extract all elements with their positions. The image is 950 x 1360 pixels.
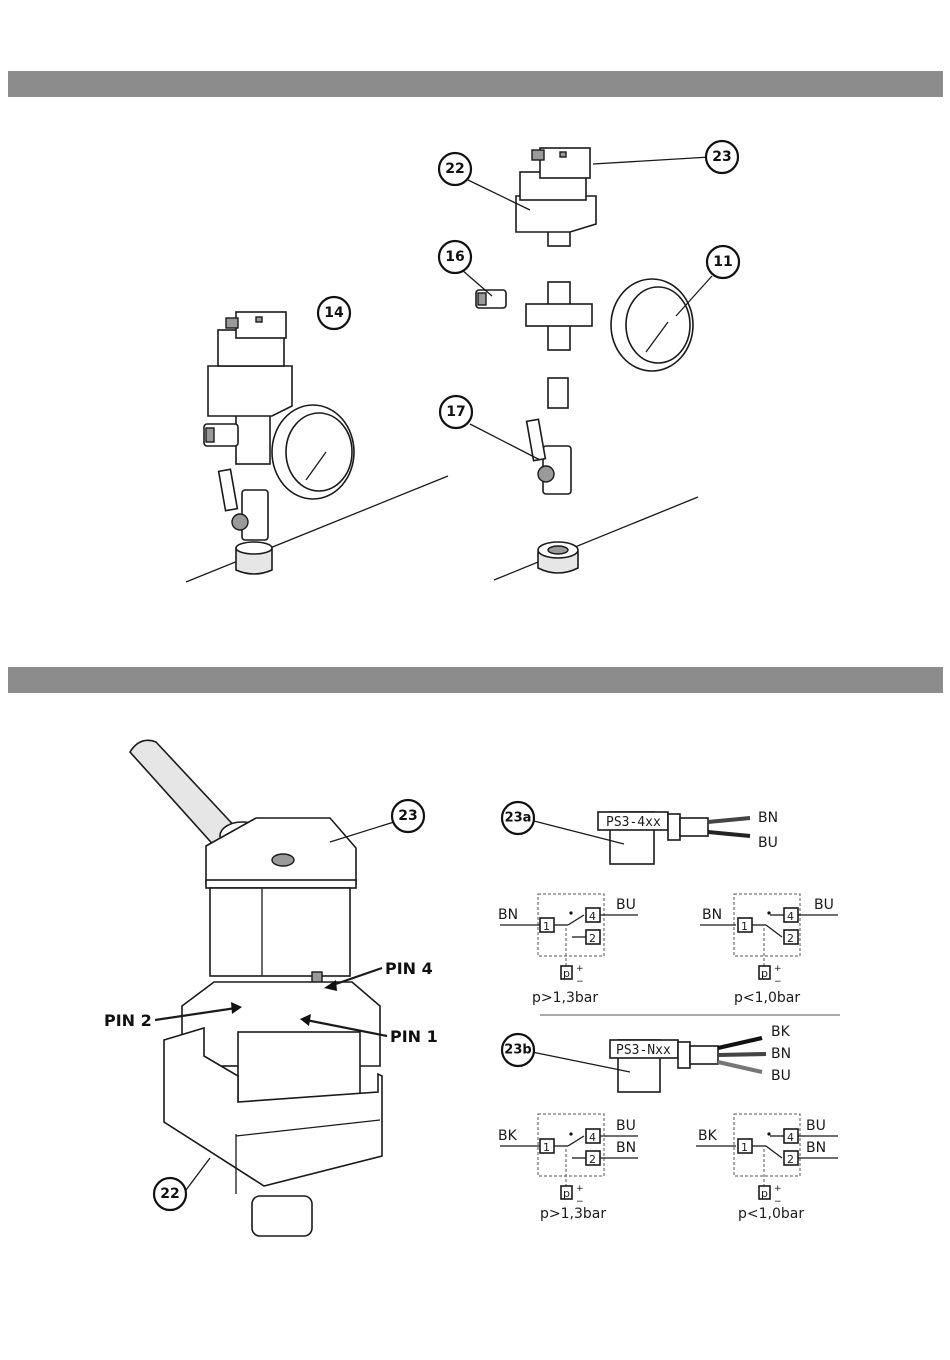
svg-text:−: − xyxy=(774,977,782,987)
b-right-left-wire: BK xyxy=(698,1128,718,1144)
svg-text:+: + xyxy=(774,964,782,974)
a-left-left-wire: BN xyxy=(498,907,518,923)
b-right-terminal-1: 1 xyxy=(741,1141,748,1154)
svg-text:23b: 23b xyxy=(504,1043,531,1058)
b-left-terminal-2: 2 xyxy=(589,1153,596,1166)
svg-text:22: 22 xyxy=(445,161,464,177)
b-right-right-top: BU xyxy=(806,1118,826,1134)
callout-23-top: 23 xyxy=(706,141,738,173)
assembled-pressure-switch-unit xyxy=(186,312,448,582)
a-right-caption: p<1,0bar xyxy=(734,990,800,1006)
a-left-right-wire: BU xyxy=(616,897,636,913)
b-left-left-wire: BK xyxy=(498,1128,518,1144)
callout-23-bottom: 23 xyxy=(392,800,424,832)
a-left-terminal-4: 4 xyxy=(589,910,596,923)
exploded-view xyxy=(476,148,698,580)
svg-text:−: − xyxy=(576,1197,584,1207)
a-right-symbol: p xyxy=(761,967,768,980)
a-left-terminal-2: 2 xyxy=(589,932,596,945)
svg-text:16: 16 xyxy=(445,249,464,265)
pin-4-label: PIN 4 xyxy=(385,959,433,978)
callout-23b: 23b xyxy=(502,1034,534,1066)
a-right-terminal-1: 1 xyxy=(741,920,748,933)
variant-b-wire-2: BN xyxy=(771,1046,791,1062)
a-left-caption: p>1,3bar xyxy=(532,990,598,1006)
b-left-terminal-1: 1 xyxy=(543,1141,550,1154)
b-left-caption: p>1,3bar xyxy=(540,1206,606,1222)
b-left-terminal-4: 4 xyxy=(589,1131,596,1144)
pin-1-label: PIN 1 xyxy=(390,1027,438,1046)
variant-a-wire-1: BN xyxy=(758,810,778,826)
variant-a-connector: PS3-4xx xyxy=(598,812,750,864)
b-left-symbol: p xyxy=(563,1187,570,1200)
a-right-right-wire: BU xyxy=(814,897,834,913)
a-left-terminal-1: 1 xyxy=(543,920,550,933)
svg-text:14: 14 xyxy=(324,305,344,321)
b-right-terminal-2: 2 xyxy=(787,1153,794,1166)
variant-a-wire-2: BU xyxy=(758,835,778,851)
callout-22-top: 22 xyxy=(439,153,471,185)
b-right-caption: p<1,0bar xyxy=(738,1206,804,1222)
svg-text:+: + xyxy=(576,1184,584,1194)
variant-b-wire-3: BU xyxy=(771,1068,791,1084)
variant-b-connector: PS3-Nxx xyxy=(610,1038,766,1092)
callout-17: 17 xyxy=(440,396,472,428)
callout-14: 14 xyxy=(318,297,350,329)
connector-detail xyxy=(130,740,382,1236)
pin-2-label: PIN 2 xyxy=(104,1011,152,1030)
b-left-right-bottom: BN xyxy=(616,1140,636,1156)
callout-16: 16 xyxy=(439,241,471,273)
b-right-terminal-4: 4 xyxy=(787,1131,794,1144)
svg-text:−: − xyxy=(774,1197,782,1207)
svg-text:17: 17 xyxy=(446,404,465,420)
svg-text:+: + xyxy=(774,1184,782,1194)
variant-b-model: PS3-Nxx xyxy=(616,1043,671,1058)
a-left-symbol: p xyxy=(563,967,570,980)
callout-22-bottom: 22 xyxy=(154,1178,186,1210)
a-right-left-wire: BN xyxy=(702,907,722,923)
svg-text:11: 11 xyxy=(713,254,732,270)
callout-23a: 23a xyxy=(502,802,534,834)
variant-a-model: PS3-4xx xyxy=(606,815,661,830)
a-right-terminal-4: 4 xyxy=(787,910,794,923)
svg-text:+: + xyxy=(576,964,584,974)
a-right-terminal-2: 2 xyxy=(787,932,794,945)
svg-text:22: 22 xyxy=(160,1186,179,1202)
b-right-symbol: p xyxy=(761,1187,768,1200)
variant-b-wire-1: BK xyxy=(771,1024,791,1040)
b-left-right-top: BU xyxy=(616,1118,636,1134)
svg-text:23: 23 xyxy=(398,808,417,824)
callout-11: 11 xyxy=(707,246,739,278)
b-right-right-bottom: BN xyxy=(806,1140,826,1156)
svg-text:23a: 23a xyxy=(505,811,532,826)
svg-text:23: 23 xyxy=(712,149,731,165)
svg-text:−: − xyxy=(576,977,584,987)
